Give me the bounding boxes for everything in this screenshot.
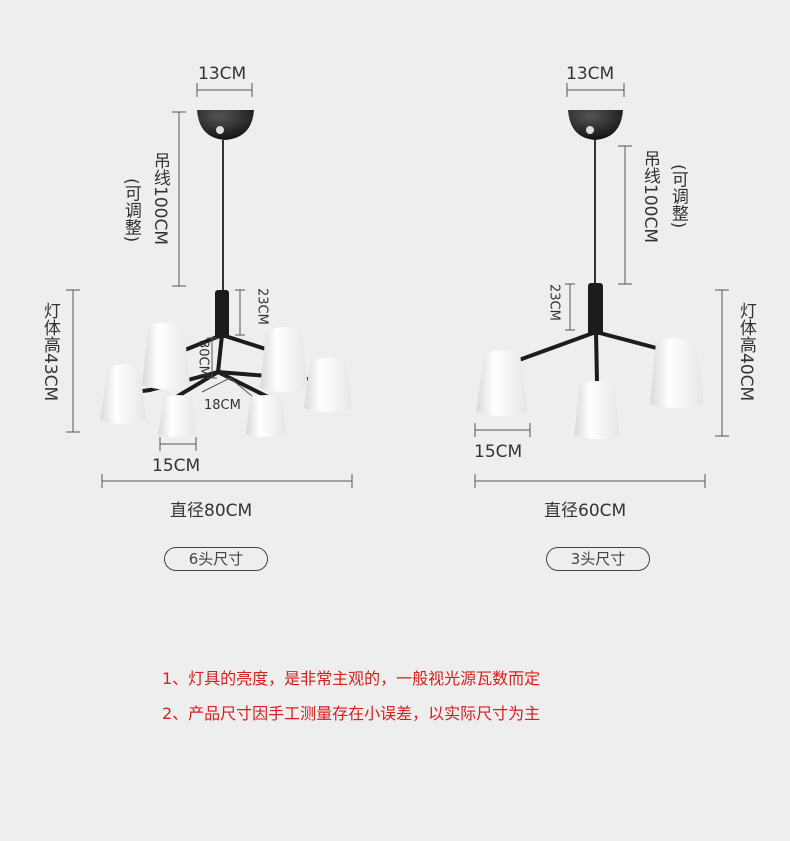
left-cable-note-label: (可调整) (120, 178, 141, 243)
cable-dimension-line (618, 145, 632, 285)
right-stem-length-label: 23CM (546, 284, 562, 321)
right-canopy-width-label: 13CM (566, 64, 615, 84)
body-height-dimension-line (66, 289, 80, 433)
note-measurement: 2、产品尺寸因手工测量存在小误差，以实际尺寸为主 (162, 704, 541, 723)
lamp-shade (142, 322, 190, 390)
lamp-shade (246, 395, 286, 437)
left-size-badge: 6头尺寸 (164, 547, 268, 571)
left-arm-length-label: 18CM (204, 398, 241, 413)
left-shade-width-label: 15CM (152, 456, 201, 476)
lamp-shades (100, 322, 352, 437)
stem-dimension-line (565, 283, 575, 331)
shade-width-dimension-line (159, 437, 197, 451)
right-cable-note-label: (可调整) (667, 164, 688, 229)
left-stem-length-label: 23CM (254, 288, 270, 325)
right-shade-width-label: 15CM (474, 442, 523, 462)
canopy-dimension-line (566, 83, 625, 97)
diameter-dimension-line (474, 474, 706, 488)
arm-length-dimension-line (201, 377, 253, 397)
center-stem (588, 283, 603, 335)
lamp-shade (476, 350, 528, 416)
shade-width-dimension-line (474, 423, 531, 437)
canopy-dimension-line (196, 83, 253, 97)
left-diameter-label: 直径80CM (170, 501, 253, 521)
cable-dimension-line (172, 111, 186, 287)
right-body-height-label: 灯体高40CM (735, 302, 756, 402)
left-canopy-width-label: 13CM (198, 64, 247, 84)
diameter-dimension-line (101, 474, 353, 488)
six-head-lamp-drawing (66, 83, 353, 488)
lamp-shades (476, 338, 704, 439)
lamp-shade (574, 381, 620, 439)
ceiling-canopy (568, 110, 623, 140)
lamp-shade (260, 327, 308, 392)
right-cable-length-label: 吊线100CM (639, 150, 660, 243)
body-height-dimension-line (715, 289, 729, 437)
arm-drop-dimension-line (207, 337, 217, 379)
lamp-arms (506, 330, 666, 384)
stem-dimension-line (235, 289, 245, 336)
left-body-height-label: 灯体高43CM (39, 302, 60, 402)
right-size-badge: 3头尺寸 (546, 547, 650, 571)
lamp-shade (304, 358, 352, 412)
note-brightness: 1、灯具的亮度，是非常主观的，一般视光源瓦数而定 (162, 669, 541, 688)
ceiling-canopy (197, 110, 254, 140)
lamp-shade (650, 338, 704, 408)
right-diameter-label: 直径60CM (544, 501, 627, 521)
lamp-shade (100, 364, 146, 424)
lamp-shade (158, 395, 196, 437)
center-stem (215, 290, 229, 338)
left-cable-length-label: 吊线100CM (149, 152, 170, 245)
three-head-lamp-drawing (474, 83, 729, 488)
left-arm-drop-label: 30CM (195, 340, 211, 377)
